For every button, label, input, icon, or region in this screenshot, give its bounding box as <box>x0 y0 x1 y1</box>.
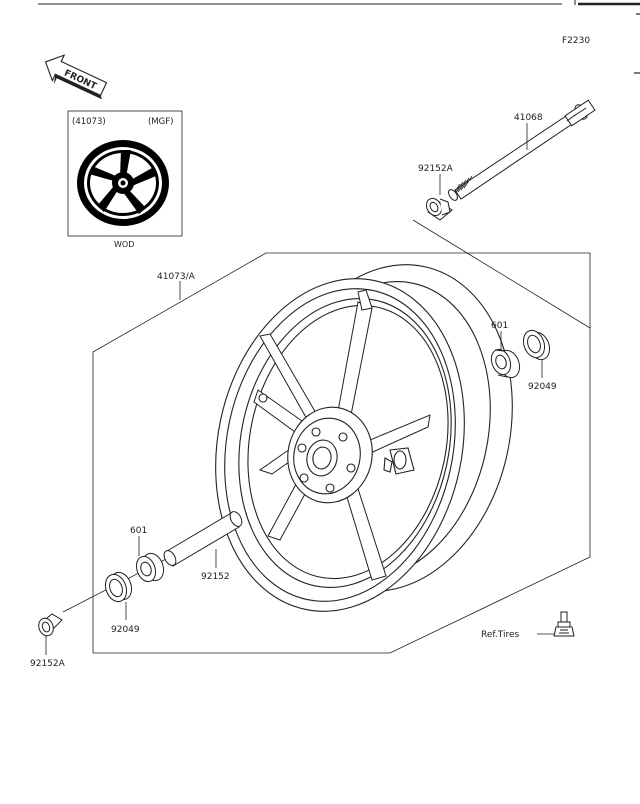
inset-part-ref: (41073) <box>72 117 106 127</box>
callout-labels: 41068 92152A 41073/A 601 92049 601 92152… <box>30 113 557 669</box>
callout-spacer: 92152 <box>201 572 230 582</box>
front-wheel-icon <box>215 264 513 612</box>
page-frame <box>38 0 640 74</box>
spacer-icon <box>163 511 243 567</box>
callout-seal-left: 92049 <box>111 625 140 635</box>
inset-caption: WOD <box>114 240 134 249</box>
front-arrow-icon: FRONT <box>44 54 108 100</box>
bearing-left-icon <box>135 552 165 583</box>
front-axle-icon <box>448 99 596 201</box>
callout-wheel-assy: 41073/A <box>157 272 196 282</box>
collar-bottom-icon <box>38 613 63 637</box>
seal-left-icon <box>104 571 133 603</box>
inset-wheel-icon <box>77 140 169 226</box>
callout-collar-bottom: 92152A <box>30 659 66 669</box>
collar-top-icon <box>425 197 453 221</box>
inset-box: (41073) (MGF) WOD <box>67 110 183 249</box>
inset-finish: (MGF) <box>148 117 173 127</box>
bearing-right-icon <box>490 348 521 379</box>
callout-ref-tires: Ref.Tires <box>481 630 520 640</box>
callout-bearing-left: 601 <box>130 526 147 536</box>
callout-bearing-right: 601 <box>491 321 508 331</box>
seal-right-icon <box>522 329 551 361</box>
callout-seal-right: 92049 <box>528 382 557 392</box>
callout-collar-top: 92152A <box>418 164 454 174</box>
figure-code: F2230 <box>562 36 590 46</box>
assembly-frame <box>92 252 591 654</box>
callout-axle: 41068 <box>514 113 543 123</box>
tire-valve-icon <box>553 611 575 637</box>
